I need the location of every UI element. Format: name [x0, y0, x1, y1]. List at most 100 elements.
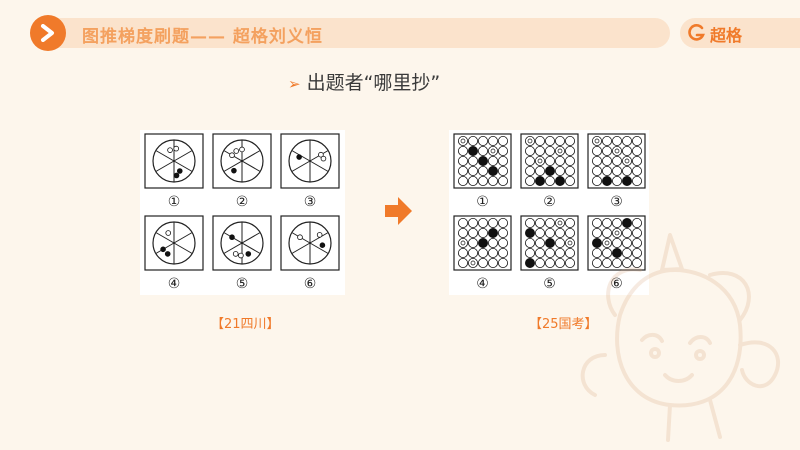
- black-dot: [164, 251, 171, 257]
- left-source-caption: 【21四川】: [211, 317, 280, 332]
- white-grid-circle: [621, 145, 632, 156]
- white-grid-circle: [545, 248, 556, 259]
- white-grid-circle: [565, 145, 576, 156]
- white-grid-circle: [565, 166, 576, 177]
- white-grid-circle: [631, 166, 642, 177]
- white-grid-circle: [535, 238, 546, 249]
- left-figure-4: ④: [144, 215, 204, 292]
- white-grid-circle: [565, 257, 576, 268]
- left-figure-3: ③: [280, 133, 340, 210]
- white-grid-circle: [535, 166, 546, 177]
- white-grid-circle: [611, 257, 622, 268]
- white-grid-circle: [601, 155, 612, 166]
- white-grid-circle: [631, 257, 642, 268]
- header-title: 图推梯度刷题—— 超格刘义恒: [82, 27, 323, 47]
- right-figure-1: ①: [453, 133, 512, 210]
- inner-grid-ring: [567, 240, 573, 246]
- white-grid-circle: [498, 257, 509, 268]
- white-grid-circle: [591, 257, 602, 268]
- white-grid-circle: [525, 248, 536, 259]
- left-figure-5: ⑤: [212, 215, 272, 292]
- right-figure-2: ②: [520, 133, 579, 210]
- white-grid-circle: [545, 176, 556, 187]
- chevron-right-icon: [41, 24, 54, 42]
- right-source-caption: 【25国考】: [529, 317, 598, 332]
- white-grid-circle: [591, 218, 602, 229]
- white-dot: [297, 234, 303, 241]
- white-grid-circle: [611, 238, 622, 249]
- inner-grid-ring: [490, 148, 496, 154]
- white-grid-circle: [555, 257, 566, 268]
- white-grid-circle: [467, 248, 478, 259]
- white-dot: [232, 251, 239, 257]
- white-grid-circle: [591, 145, 602, 156]
- white-grid-circle: [621, 136, 632, 146]
- white-grid-circle: [545, 228, 556, 239]
- unicorn-mascot-icon: [580, 233, 781, 442]
- white-grid-circle: [488, 248, 499, 259]
- figure-number-label: ④: [476, 276, 489, 292]
- white-grid-circle: [591, 155, 602, 166]
- white-grid-circle: [545, 155, 556, 166]
- white-grid-circle: [467, 166, 478, 177]
- right-figure-3: ③: [587, 133, 646, 210]
- white-grid-circle: [591, 136, 602, 146]
- black-grid-circle: [601, 176, 612, 187]
- subtitle-text: 出题者“哪里抄”: [306, 72, 441, 94]
- white-dot: [229, 152, 235, 159]
- black-dot: [245, 251, 252, 257]
- white-grid-circle: [525, 218, 536, 229]
- white-grid-circle: [535, 136, 546, 146]
- white-grid-circle: [457, 136, 468, 146]
- white-grid-circle: [631, 155, 642, 166]
- white-grid-circle: [525, 145, 536, 156]
- white-grid-circle: [467, 228, 478, 239]
- white-grid-circle: [457, 228, 468, 239]
- white-grid-circle: [611, 218, 622, 229]
- black-dot: [229, 234, 235, 241]
- white-grid-circle: [565, 248, 576, 259]
- black-grid-circle: [477, 238, 488, 249]
- sector-line: [291, 150, 329, 172]
- black-grid-circle: [611, 248, 622, 259]
- white-grid-circle: [477, 248, 488, 259]
- white-grid-circle: [457, 218, 468, 229]
- brand-pill: [680, 18, 800, 48]
- triangle-bullet-icon: ➢: [288, 75, 301, 93]
- black-dot: [176, 168, 183, 174]
- inner-grid-ring: [460, 138, 466, 144]
- inner-grid-ring: [527, 138, 533, 144]
- white-grid-circle: [535, 248, 546, 259]
- white-grid-circle: [555, 145, 566, 156]
- black-grid-circle: [525, 228, 536, 239]
- white-grid-circle: [488, 257, 499, 268]
- white-grid-circle: [591, 228, 602, 239]
- white-grid-circle: [565, 136, 576, 146]
- nav-arrow-button[interactable]: [30, 15, 66, 51]
- figure-number-label: ①: [476, 194, 489, 210]
- white-grid-circle: [498, 136, 509, 146]
- left-figure-6: ⑥: [280, 215, 340, 292]
- white-grid-circle: [601, 166, 612, 177]
- white-grid-circle: [498, 145, 509, 156]
- brand-logo-icon: [688, 24, 705, 41]
- inner-grid-ring: [537, 158, 543, 164]
- white-grid-circle: [545, 145, 556, 156]
- white-grid-circle: [457, 155, 468, 166]
- white-grid-circle: [621, 155, 632, 166]
- sector-line: [155, 150, 193, 172]
- white-grid-circle: [498, 228, 509, 239]
- white-grid-circle: [611, 176, 622, 187]
- white-dot: [316, 232, 323, 238]
- question-subtitle: ➢ 出题者“哪里抄”: [288, 68, 440, 95]
- sector-line: [155, 232, 193, 254]
- black-dot: [231, 167, 237, 174]
- inner-grid-ring: [614, 230, 620, 236]
- white-grid-circle: [477, 136, 488, 146]
- white-grid-circle: [457, 176, 468, 187]
- figure-number-label: ②: [543, 194, 556, 210]
- white-grid-circle: [477, 145, 488, 156]
- white-grid-circle: [631, 145, 642, 156]
- white-grid-circle: [457, 248, 468, 259]
